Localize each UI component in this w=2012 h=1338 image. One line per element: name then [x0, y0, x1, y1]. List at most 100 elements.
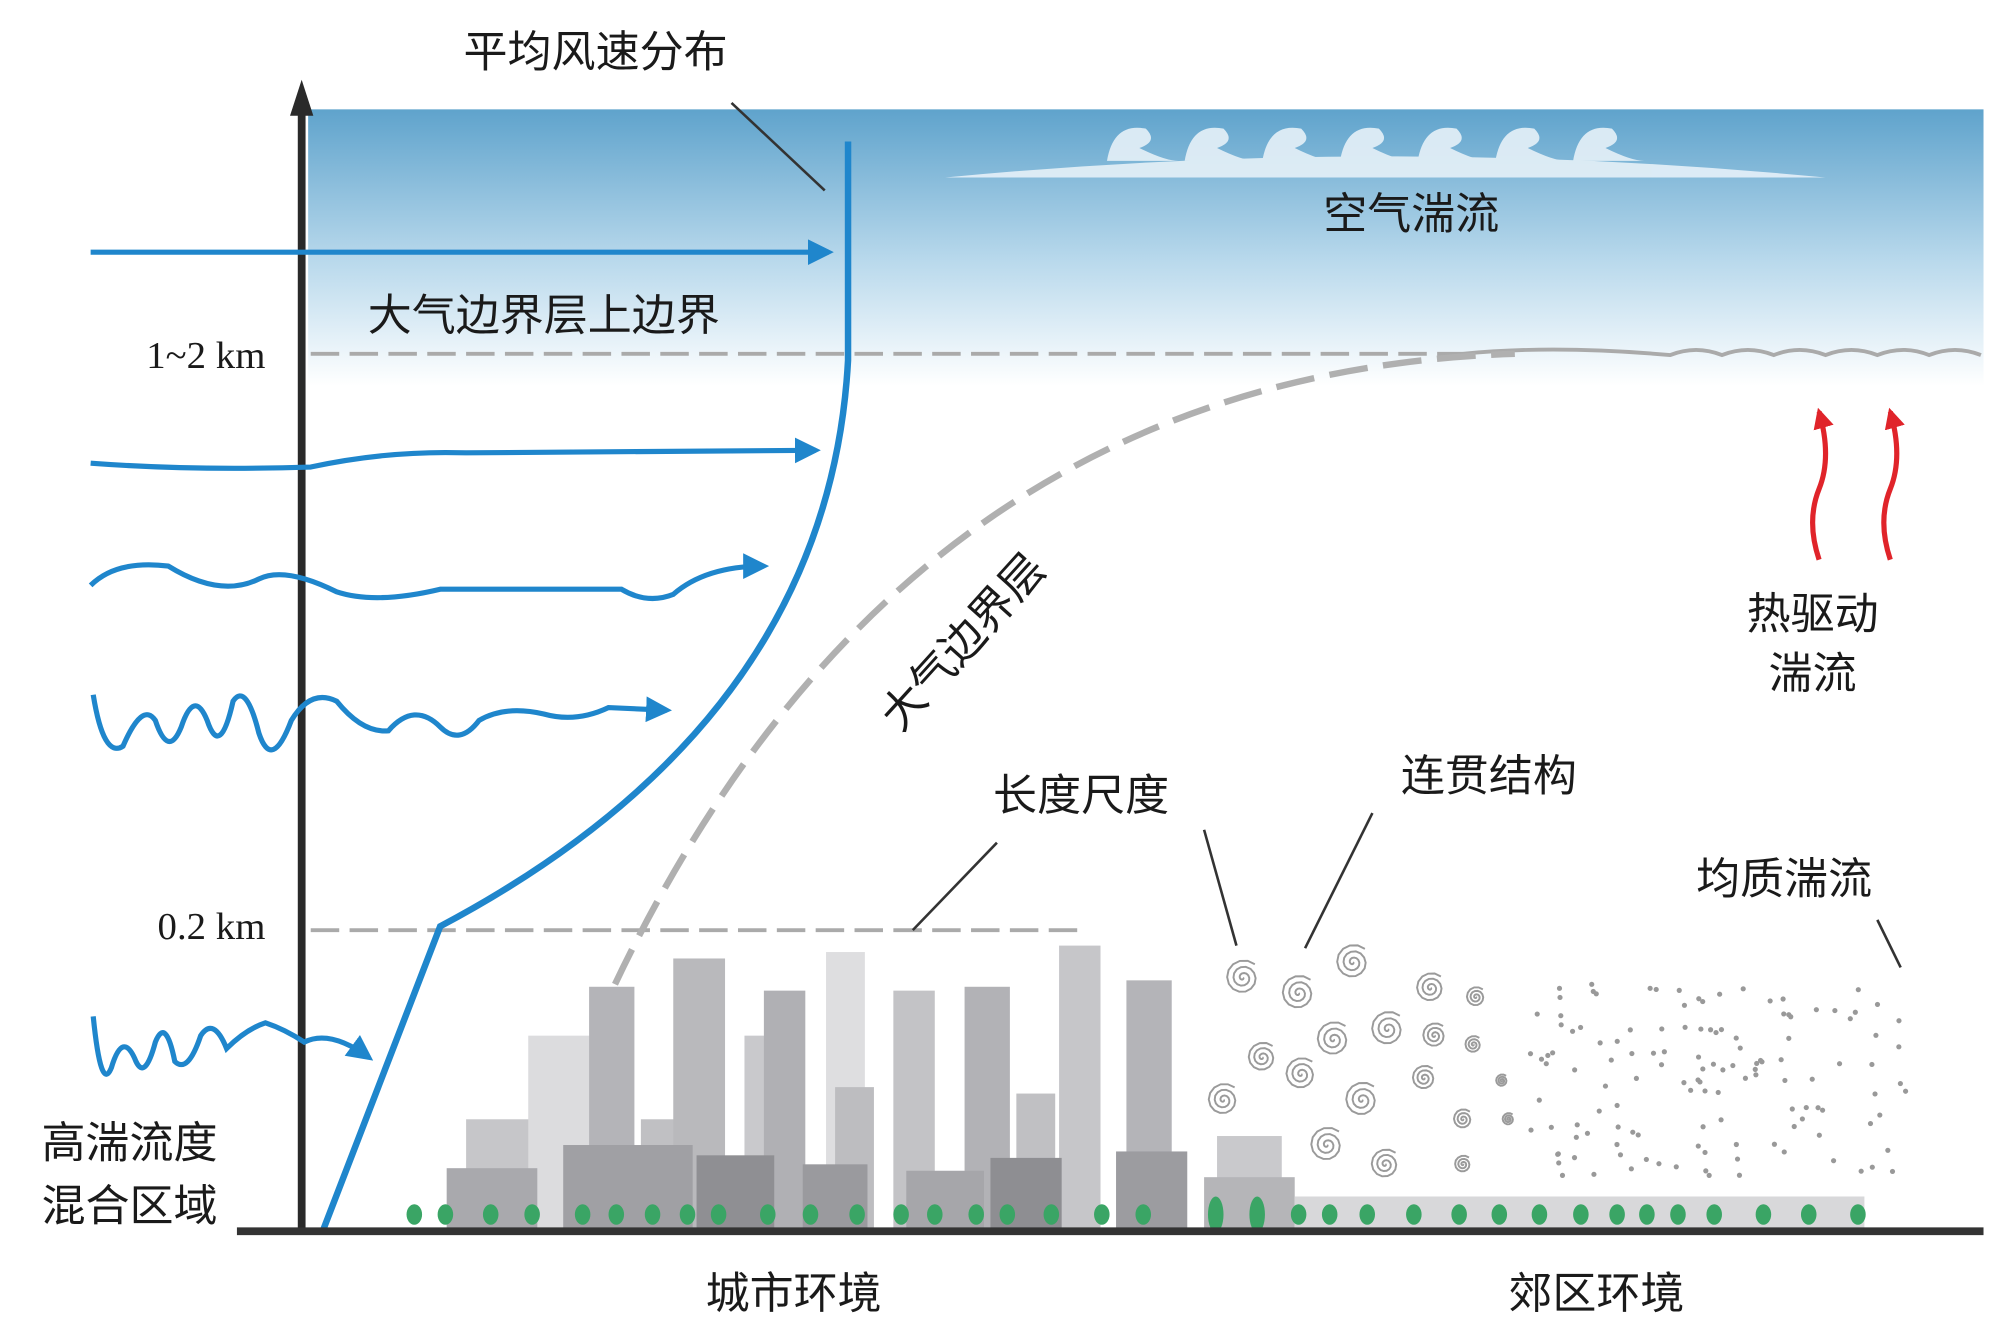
turbulence-dot — [1752, 1066, 1758, 1072]
turbulence-dot — [1527, 1051, 1534, 1057]
turbulence-dot — [1852, 1009, 1858, 1015]
turbulence-dot — [1700, 998, 1706, 1005]
turbulence-dot — [1556, 985, 1563, 991]
wind-arrow-turbulent — [90, 693, 672, 753]
turbulence-dot — [1596, 1108, 1602, 1114]
wind-arrow-slight — [90, 437, 821, 471]
turbulence-dot — [1695, 1054, 1702, 1060]
tree — [1609, 1204, 1625, 1225]
turbulence-dot — [1867, 1120, 1874, 1127]
turbulence-dot — [1569, 1028, 1576, 1034]
turbulence-dot — [1786, 1035, 1792, 1041]
tree — [1755, 1204, 1772, 1225]
turbulence-dot — [1628, 1166, 1634, 1172]
thermal-arrow-1 — [1810, 407, 1834, 561]
eddy-spiral — [1285, 1057, 1314, 1089]
cloud-curl — [1340, 127, 1412, 161]
cloud-curl — [1573, 127, 1645, 161]
turbulence-dot — [1902, 1088, 1909, 1094]
turbulence-dot — [1573, 1134, 1579, 1140]
turbulence-dot — [1799, 1116, 1805, 1122]
coherent-eddies — [1207, 944, 1514, 1178]
eddy-spiral — [1316, 1021, 1348, 1055]
turbulence-dot — [1885, 1147, 1891, 1153]
homogeneous-turbulence-dots — [1527, 981, 1909, 1178]
turbulence-dot — [1782, 1077, 1788, 1084]
turbulence-dot — [1707, 1027, 1714, 1033]
turbulence-dot — [1661, 1049, 1667, 1055]
turbulence-dot — [1720, 1067, 1726, 1073]
turbulence-dot — [1753, 1072, 1759, 1078]
turbulence-dot — [1584, 1130, 1591, 1136]
tree — [1321, 1204, 1338, 1225]
tree — [1531, 1204, 1548, 1225]
turbulence-dot — [1713, 1030, 1719, 1036]
turbulence-dot — [1557, 994, 1563, 1001]
turbulence-dot — [1673, 1164, 1679, 1170]
turbulence-dot — [1791, 1123, 1797, 1130]
tree — [968, 1204, 984, 1225]
turbulence-dot — [1656, 1161, 1662, 1167]
eddy-spiral — [1416, 972, 1443, 1002]
tree — [1670, 1204, 1686, 1225]
turbulence-dot — [1873, 1032, 1879, 1038]
turbulence-dot — [1730, 1062, 1736, 1069]
suburban-environment-label: 郊区环境 — [1508, 1269, 1684, 1320]
turbulence-dot — [1695, 1077, 1701, 1083]
eddy-spiral — [1465, 986, 1485, 1007]
turbulence-dot — [1718, 1027, 1725, 1033]
turbulence-dot — [1815, 1105, 1821, 1111]
turbulence-dot — [1710, 1061, 1717, 1067]
turbulence-dot — [1858, 1168, 1864, 1174]
turbulence-dot — [1809, 1076, 1815, 1082]
turbulence-dot — [1627, 1027, 1633, 1033]
eddy-spiral — [1345, 1082, 1376, 1115]
wind-arrow-wavy — [88, 553, 770, 602]
leader-wind-profile — [730, 101, 826, 192]
thermal-turbulence-label-1: 热驱动 — [1747, 589, 1879, 640]
tree — [679, 1204, 696, 1225]
turbulence-dot — [1629, 1050, 1635, 1057]
turbulence-dot — [1555, 1151, 1561, 1157]
turbulence-dot — [1703, 1168, 1709, 1174]
eddy-spiral — [1495, 1073, 1508, 1087]
turbulence-dot — [1528, 1127, 1534, 1133]
turbulence-dot — [1733, 1035, 1739, 1041]
eddy-spiral — [1207, 1083, 1237, 1114]
tree — [1491, 1204, 1508, 1225]
tree — [1850, 1204, 1866, 1225]
turbulence-dot — [1896, 1044, 1902, 1050]
turbulence-dot — [1869, 1061, 1875, 1068]
turbulence-dot — [1543, 1061, 1549, 1067]
tree — [760, 1204, 776, 1225]
turbulence-dot — [1836, 1061, 1843, 1067]
turbulence-dot — [1767, 998, 1773, 1004]
thermal-arrows — [1810, 407, 1905, 561]
turbulence-dot — [1803, 1105, 1809, 1111]
turbulence-dot — [1681, 1080, 1687, 1086]
turbulence-dot — [1602, 1083, 1609, 1089]
eddy-spiral — [1281, 975, 1313, 1009]
eddy-spiral — [1247, 1042, 1275, 1071]
turbulence-dot — [1757, 1057, 1764, 1064]
turbulence-dot — [1813, 1007, 1819, 1013]
tree — [1800, 1204, 1817, 1225]
turbulence-dot — [1830, 1158, 1837, 1164]
eddy-spiral — [1310, 1127, 1341, 1160]
tree — [1359, 1204, 1375, 1225]
abl-top-label: 大气边界层上边界 — [368, 291, 720, 342]
turbulence-dot — [1742, 1075, 1749, 1081]
turbulence-dot — [1681, 1002, 1688, 1008]
air-turbulence-label: 空气湍流 — [1323, 189, 1499, 240]
mixing-zone-label-2: 混合区域 — [41, 1181, 217, 1232]
turbulence-dot — [1647, 985, 1653, 991]
turbulence-dot — [1659, 1026, 1665, 1032]
turbulence-dot — [1590, 988, 1596, 994]
eddy-spiral — [1370, 1148, 1398, 1178]
turbulence-dot — [1643, 1156, 1649, 1163]
tree — [999, 1204, 1016, 1225]
turbulence-dot — [1630, 1129, 1636, 1135]
turbulence-dot — [1614, 1141, 1620, 1148]
tree — [802, 1204, 819, 1225]
leader-eddy-small — [1202, 829, 1238, 946]
